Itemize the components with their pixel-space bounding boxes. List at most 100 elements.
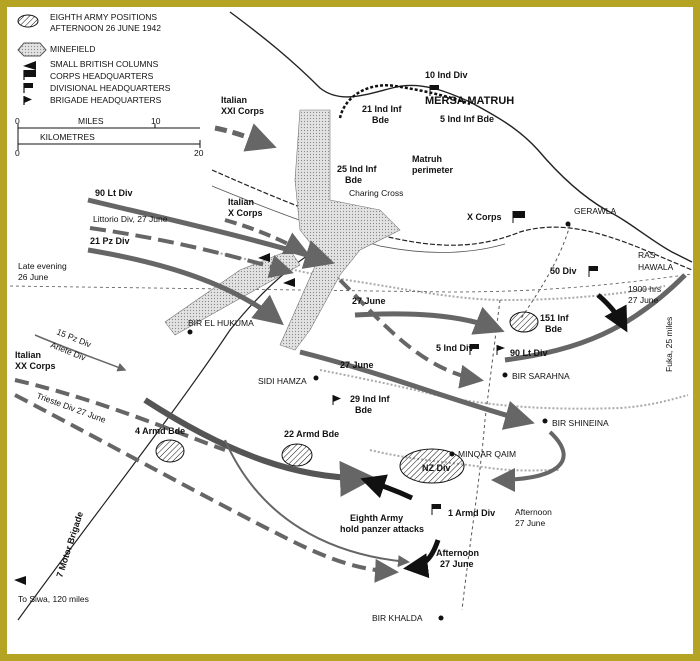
unit-label: 21 Ind Inf [362, 104, 403, 114]
axis-arrow-90-lt-east [504, 273, 687, 363]
legend-item-positions: EIGHTH ARMY POSITIONS [50, 12, 157, 22]
place-label: BIR SHINEINA [552, 418, 609, 428]
place-label: RAS [638, 250, 656, 260]
road [211, 185, 506, 253]
note-label: 26 June [18, 272, 49, 282]
unit-label: 25 Ind Inf [337, 164, 378, 174]
note-label: 27 June [515, 518, 546, 528]
phase-line [9, 273, 693, 293]
note-label: Fuka, 25 miles [664, 317, 674, 372]
desert-track [461, 299, 501, 611]
note-label: 27 June [340, 360, 374, 370]
unit-label: 90 Lt Div [510, 348, 548, 358]
hq-29-ind-inf-icon [332, 395, 341, 405]
place-label: BIR SARAHNA [512, 371, 570, 381]
legend-item-divisional-hq: DIVISIONAL HEADQUARTERS [50, 83, 171, 93]
hq-x-corps-icon [512, 211, 525, 223]
small-column-icon [258, 253, 270, 262]
note-label: 1900 hrs [628, 284, 661, 294]
hq-5-ind-div-icon [469, 344, 479, 355]
note-label: 27 June [352, 296, 386, 306]
note-label: To Siwa, 120 miles [18, 594, 89, 604]
axis-arrow-ariete [14, 378, 226, 452]
unit-label: 4 Armd Bde [135, 426, 185, 436]
british-arrow-1900 [596, 293, 628, 333]
hq-10-ind-div-icon [429, 85, 439, 96]
position-4-armd-bde [155, 439, 185, 463]
place-dot [187, 329, 193, 335]
place-dot [565, 221, 571, 227]
unit-label: Italian [15, 350, 41, 360]
axis-arrow-15-pz [34, 334, 127, 372]
legend-small-columns-icon [23, 61, 36, 70]
axis-arrow-southern [224, 439, 410, 568]
small-column-icon [14, 576, 26, 585]
unit-label: 22 Armd Bde [284, 429, 339, 439]
unit-label: X Corps [467, 212, 502, 222]
place-label: MINQAR QAIM [458, 449, 516, 459]
place-dot [542, 418, 548, 424]
unit-label: Littorio Div, 27 June [93, 214, 168, 224]
scale-miles-label: MILES [78, 116, 104, 126]
legend-divisional-hq-icon [23, 83, 33, 93]
unit-label: 5 Ind Inf Bde [440, 114, 494, 124]
place-dot [449, 451, 455, 457]
unit-label: 29 Ind Inf [350, 394, 391, 404]
legend-item-date: AFTERNOON 26 JUNE 1942 [50, 23, 161, 33]
scale-miles-tick: 10 [151, 116, 161, 126]
note-label: 27 June [628, 295, 659, 305]
legend-corps-hq-icon [23, 70, 36, 80]
place-dot [502, 372, 508, 378]
legend-item-brigade-hq: BRIGADE HEADQUARTERS [50, 95, 162, 105]
place-dot [313, 375, 319, 381]
axis-arrow-27-june-b [299, 349, 535, 430]
place-label: GERAWLA [574, 206, 617, 216]
unit-label: 21 Pz Div [90, 236, 130, 246]
note-label: 27 June [440, 559, 474, 569]
position-22-armd-bde [281, 443, 313, 467]
axis-arrow-italian-x [224, 218, 309, 255]
note-label: Eighth Army [350, 513, 403, 523]
unit-label: Bde [355, 405, 372, 415]
note-label: Afternoon [515, 507, 552, 517]
escarpment [369, 449, 561, 472]
hq-50-div-icon [588, 266, 598, 277]
small-column-icon [283, 278, 295, 287]
scale-miles-tick: 0 [15, 116, 20, 126]
unit-label: Italian [228, 197, 254, 207]
unit-label: XX Corps [15, 361, 56, 371]
unit-label: NZ Div [422, 463, 451, 473]
note-label: Afternoon [436, 548, 479, 558]
unit-label: Bde [545, 324, 562, 334]
place-label: BIR KHALDA [372, 613, 423, 623]
unit-label: Italian [221, 95, 247, 105]
legend-item-small-columns: SMALL BRITISH COLUMNS [50, 59, 159, 69]
axis-arrow-trieste [14, 393, 399, 583]
unit-label: XXI Corps [221, 106, 264, 116]
campaign-map: EIGHTH ARMY POSITIONS AFTERNOON 26 JUNE … [9, 11, 693, 623]
place-label: BIR EL HUKUMA [188, 318, 254, 328]
unit-label: X Corps [228, 208, 263, 218]
british-arrow-1-armd [360, 474, 414, 501]
scale-bar [17, 124, 201, 150]
hq-1-armd-div-icon [431, 504, 441, 515]
unit-label: 1 Armd Div [448, 508, 495, 518]
hq-90-lt-icon [496, 345, 505, 355]
legend-item-minefield: MINEFIELD [50, 44, 95, 54]
axis-arrow-littorio [89, 226, 294, 279]
unit-label: 10 Ind Div [425, 70, 468, 80]
unit-label: 5 Ind Div [436, 343, 474, 353]
unit-label: Bde [372, 115, 389, 125]
scale-km-tick: 0 [15, 148, 20, 158]
place-label: perimeter [412, 165, 454, 175]
unit-label: 7 Motor Brigade [54, 510, 85, 578]
legend-positions-symbol [17, 14, 39, 28]
axis-arrow-shineina [491, 430, 566, 492]
scale-km-label: KILOMETRES [40, 132, 95, 142]
axis-arrow-italian-xxi [214, 123, 277, 152]
place-label: MERSA MATRUH [425, 95, 514, 107]
unit-label: 90 Lt Div [95, 188, 133, 198]
place-label: HAWALA [638, 262, 674, 272]
unit-label: Trieste Div 27 June [35, 390, 107, 424]
note-label: hold panzer attacks [340, 524, 424, 534]
